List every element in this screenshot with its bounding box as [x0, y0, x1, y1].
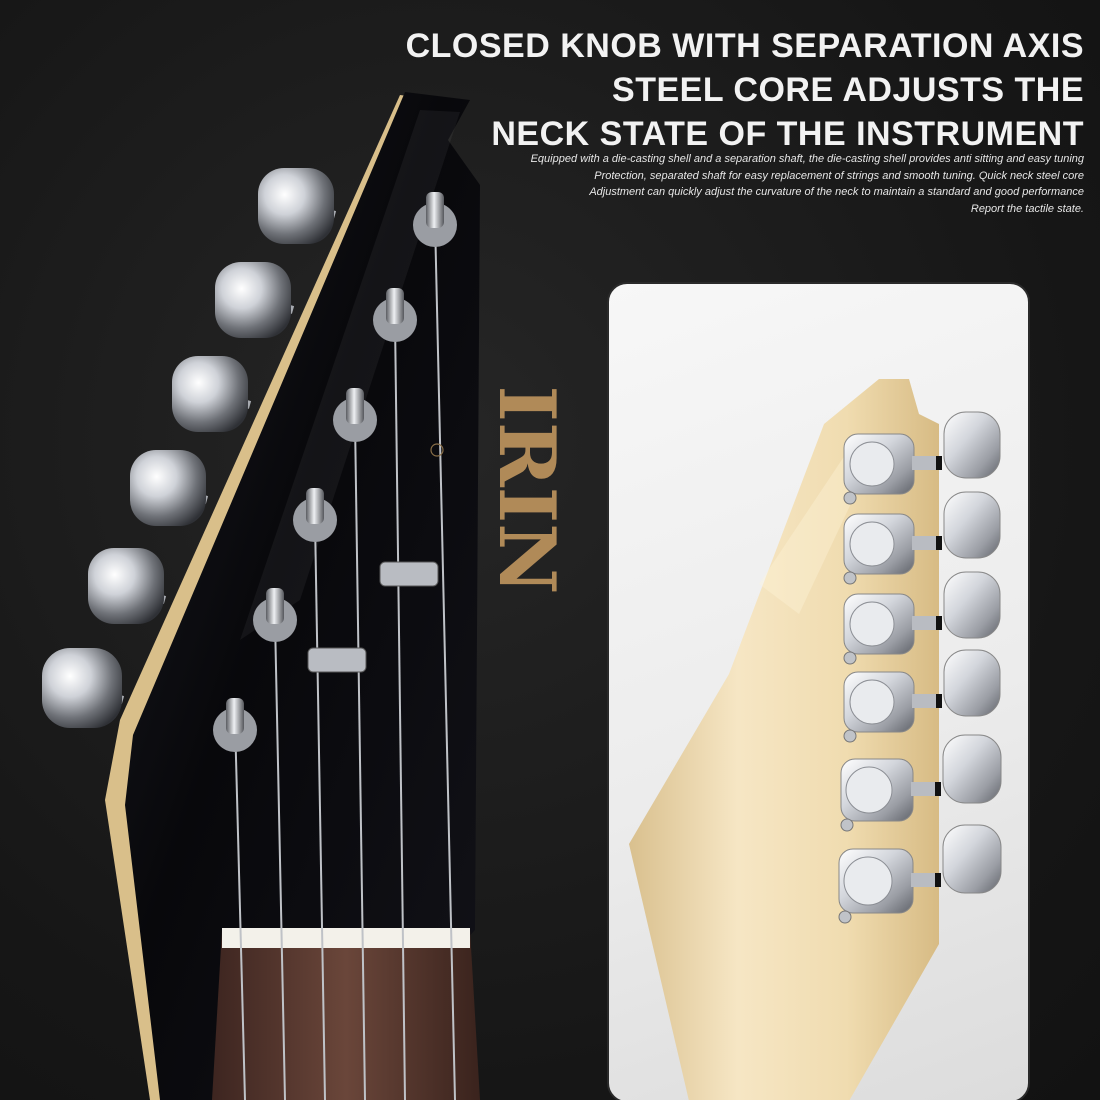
headline: CLOSED KNOB WITH SEPARATION AXIS STEEL C… [384, 24, 1084, 156]
black-headstock-photo: IRIN [42, 92, 572, 1100]
svg-text:IRIN: IRIN [481, 385, 572, 594]
headline-line-1: CLOSED KNOB WITH SEPARATION AXIS [405, 27, 1084, 65]
description-line-2: Protection, separated shaft for easy rep… [594, 169, 1084, 182]
headline-line-3: NECK STATE OF THE INSTRUMENT [491, 115, 1084, 153]
brand-logo: IRIN [481, 385, 572, 594]
description-line-4: Report the tactile state. [970, 202, 1084, 215]
description: Equipped with a die-casting shell and a … [324, 151, 1084, 217]
description-line-3: Adjustment can quickly adjust the curvat… [589, 186, 1084, 198]
inset-headstock-back-photo [607, 282, 1030, 1100]
description-line-1: Equipped with a die-casting shell and a … [530, 153, 1084, 165]
headline-line-2: STEEL CORE ADJUSTS THE [612, 71, 1084, 109]
